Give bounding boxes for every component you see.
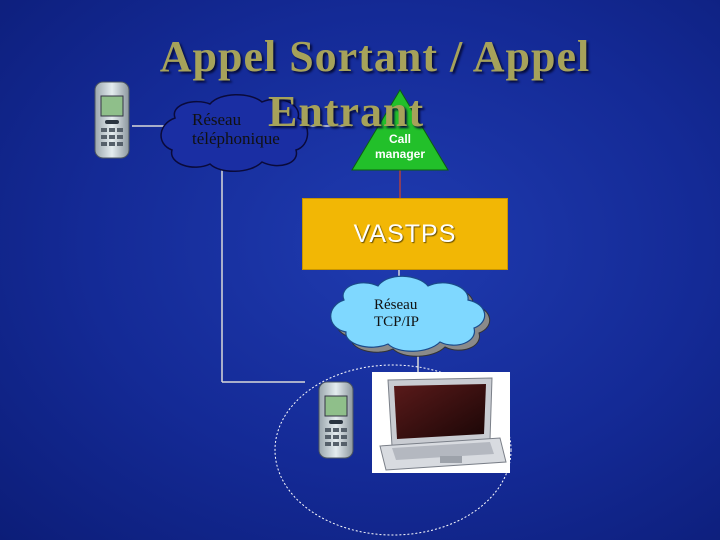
mobile-phone-icon bbox=[318, 381, 354, 459]
call-manager-triangle bbox=[351, 89, 449, 171]
user-domain-ellipse bbox=[274, 364, 512, 536]
tcpip-network-label: Réseau TCP/IP bbox=[374, 297, 419, 331]
tcpip-network-label-line-2: TCP/IP bbox=[374, 314, 420, 330]
tcpip-network-label-line-1: Réseau bbox=[374, 297, 418, 313]
call-manager-label-line-2: manager bbox=[374, 147, 426, 161]
tcpip-network-cloud-front bbox=[330, 275, 486, 352]
telephone-network-label-line-1: Réseau bbox=[192, 110, 242, 129]
call-manager-label: Call manager bbox=[352, 132, 448, 162]
vastps-label: VASTPS bbox=[353, 219, 457, 248]
mobile-phone-icon bbox=[94, 81, 130, 159]
laptop-icon bbox=[372, 372, 510, 473]
telephone-network-cloud bbox=[160, 94, 309, 172]
slide-title-line-2: Entrant bbox=[268, 87, 425, 136]
telephone-network-label: Réseau téléphonique bbox=[192, 110, 280, 148]
telephone-network-label-line-2: téléphonique bbox=[192, 129, 280, 148]
vastps-server-box: VASTPS bbox=[302, 198, 508, 270]
slide-title-line-1: Appel Sortant / Appel bbox=[159, 32, 591, 81]
call-manager-label-line-1: Call bbox=[388, 132, 411, 146]
